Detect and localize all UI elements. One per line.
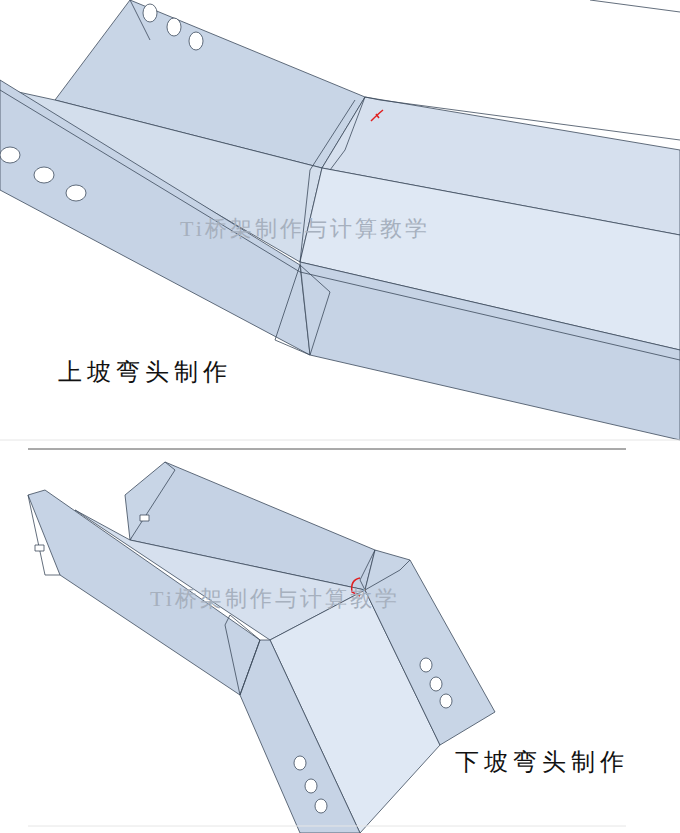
- hole: [305, 779, 317, 793]
- hole: [440, 694, 452, 708]
- hole: [167, 18, 181, 36]
- hole: [430, 677, 442, 691]
- slot: [140, 515, 149, 521]
- hole: [34, 167, 54, 183]
- fold-line: [275, 265, 330, 355]
- flange-line: [365, 97, 680, 140]
- hole: [0, 147, 20, 163]
- watermark: Ti桥架制作与计算教学: [150, 584, 400, 614]
- edge-line: [590, 0, 680, 12]
- front-wall: [300, 262, 680, 440]
- caption-label: 下坡弯头制作: [452, 745, 632, 779]
- caption-label: 上坡弯头制作: [55, 355, 235, 389]
- divider: [28, 826, 626, 827]
- hole: [66, 185, 86, 201]
- slot: [35, 545, 44, 551]
- front-wall: [240, 640, 360, 833]
- hole: [420, 658, 432, 672]
- fold-line: [360, 550, 410, 590]
- hole: [143, 4, 157, 22]
- flange-line: [0, 90, 680, 360]
- fold-line: [330, 97, 365, 170]
- fold-line: [225, 615, 260, 695]
- back-wall: [125, 462, 175, 540]
- divider: [28, 449, 626, 450]
- hole: [315, 799, 327, 813]
- fold-line: [28, 495, 60, 575]
- watermark: Ti桥架制作与计算教学: [180, 214, 430, 244]
- hole: [189, 32, 203, 50]
- hole: [294, 756, 306, 770]
- divider: [0, 440, 680, 441]
- red-mark: [371, 110, 383, 121]
